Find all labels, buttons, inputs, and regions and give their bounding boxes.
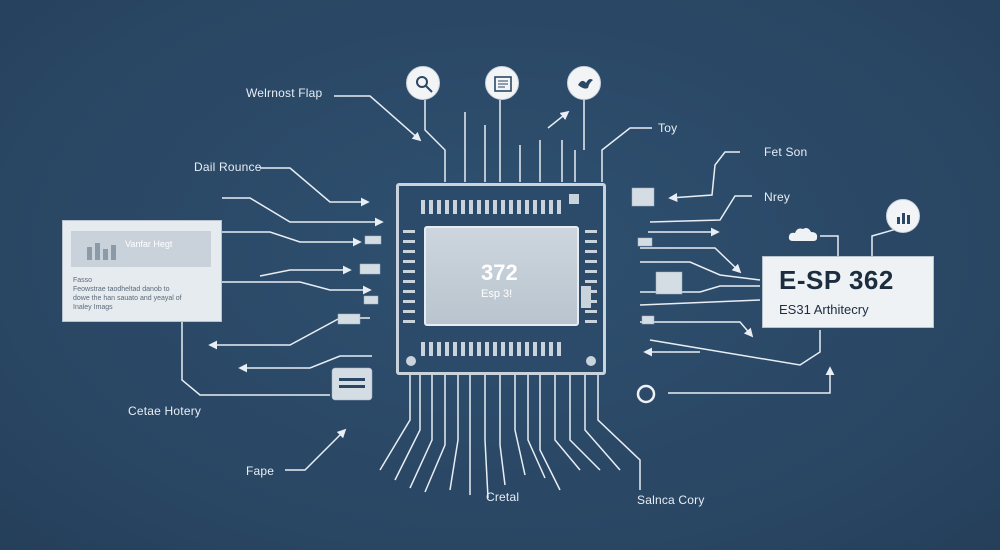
bar-chart-icon <box>87 243 116 260</box>
label-right-top: Toy <box>658 121 678 135</box>
right-panel-subtitle: ES31 Arthitecry <box>779 302 869 317</box>
chip-subtitle: Esp 3! <box>481 288 513 300</box>
chip-number: 372 <box>481 260 518 285</box>
chip-die: 372 Esp 3! <box>424 226 579 326</box>
label-bottom-left: Fape <box>246 464 275 478</box>
processor-chip: 372 Esp 3! <box>396 183 606 375</box>
panel-title: Vanfar Hegt <box>125 239 173 249</box>
label-top-left: Welrnost Flap <box>246 86 323 100</box>
label-bottom-center: Cretal <box>486 490 520 504</box>
label-bottom-right: Salnca Cory <box>637 493 705 507</box>
panel-body-title: Fasso <box>73 277 93 284</box>
bird-icon <box>567 66 601 100</box>
search-icon <box>406 66 440 100</box>
panel-body: Fasso Feowstrae taodheltad danob to dowe… <box>73 276 215 312</box>
panel-header <box>71 231 211 267</box>
cloud-icon <box>788 228 818 241</box>
chip-pins <box>403 194 597 366</box>
label-left-bottom: Cetae Hotery <box>128 404 202 418</box>
ring-icon <box>636 384 656 404</box>
label-right-mid: Nrey <box>764 190 791 204</box>
info-panel-right: E-SP 362 ES31 Arthitecry <box>762 256 934 328</box>
info-panel-left: Vanfar Hegt Fasso Feowstrae taodheltad d… <box>62 220 222 322</box>
panel-body-line: Feowstrae taodheltad danob to <box>73 286 170 293</box>
label-right-upper: Fet Son <box>764 145 808 159</box>
panel-body-line: dowe the han sauato and yeayal of <box>73 295 182 302</box>
right-panel-title: E-SP 362 <box>779 265 894 295</box>
panel-body-line: Inaley Imags <box>73 304 113 311</box>
document-icon <box>485 66 519 100</box>
label-left-upper: Dail Rounce <box>194 160 262 174</box>
chart-icon <box>886 199 920 233</box>
